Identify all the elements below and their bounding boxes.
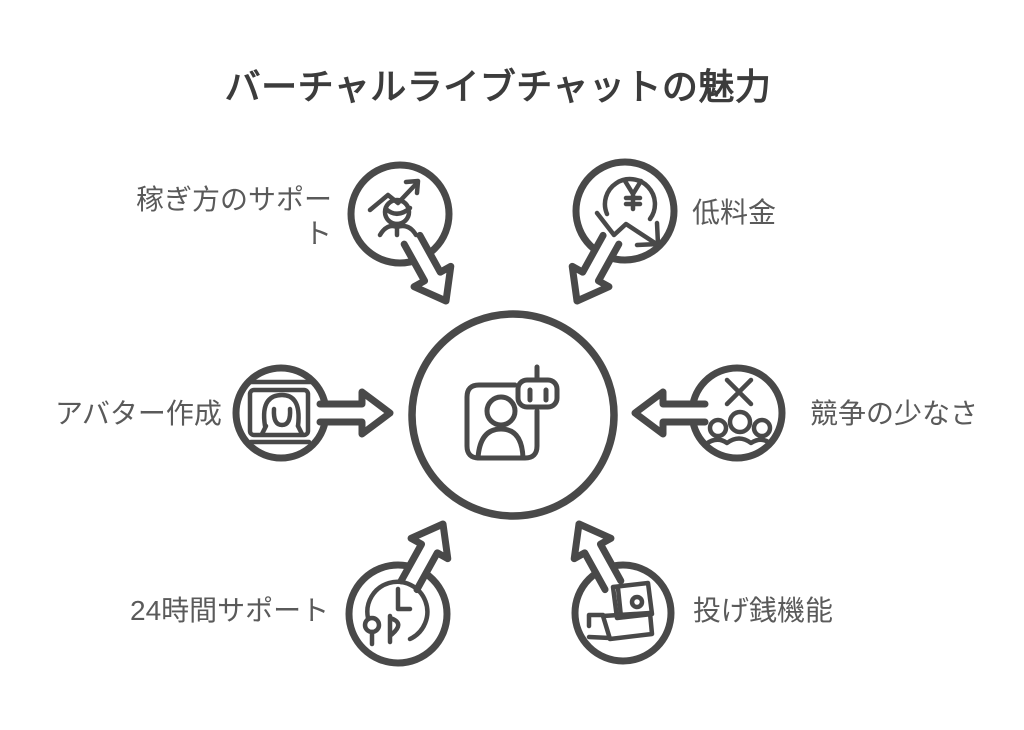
arrow-tipping-feature	[570, 520, 625, 594]
no-competition-icon	[703, 377, 774, 447]
low-fee-circle	[572, 158, 678, 264]
tipping-feature-circle	[571, 561, 675, 665]
node-earning-support	[347, 161, 455, 305]
center-node	[408, 310, 618, 520]
yen-discount-icon	[594, 176, 661, 248]
diagram-title: バーチャルライブチャットの魅力	[224, 66, 772, 107]
label-low-competition: 競争の少なさ	[810, 398, 979, 429]
node-low-competition	[631, 364, 786, 462]
node-24h-support	[345, 520, 452, 667]
person-growth-icon	[367, 178, 421, 238]
node-avatar-creation	[232, 364, 394, 462]
earning-support-circle	[347, 161, 453, 267]
support-24h-circle	[345, 561, 451, 667]
tip-money-icon	[586, 580, 655, 642]
arrow-24h-support	[397, 520, 452, 594]
avatar-robot-icon	[464, 364, 560, 461]
node-tipping-feature	[570, 520, 675, 665]
arrow-avatar-creation	[316, 388, 394, 438]
label-tipping-feature: 投げ銭機能	[693, 595, 834, 626]
arrow-earning-support	[400, 231, 455, 305]
arrow-low-competition	[631, 388, 709, 438]
arrow-low-fee	[568, 231, 623, 305]
label-low-fee: 低料金	[692, 197, 777, 228]
label-earning-support: 稼ぎ方のサポート	[135, 184, 332, 250]
node-low-fee	[568, 158, 678, 305]
center-circle	[408, 310, 618, 520]
clock-icon	[362, 579, 430, 647]
avatar-screen-icon	[247, 379, 314, 445]
label-24h-support: 24時間サポート	[130, 595, 330, 626]
label-avatar-creation: アバター作成	[55, 398, 222, 429]
